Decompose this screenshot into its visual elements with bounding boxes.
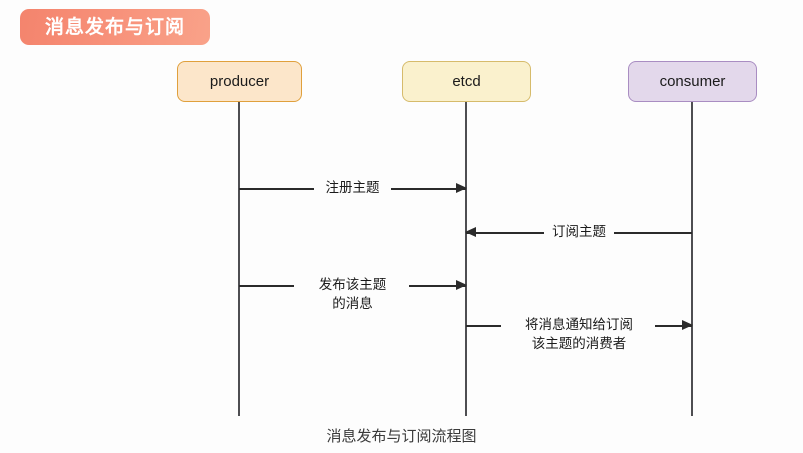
message-2-label-line1: 订阅主题 <box>552 224 606 239</box>
message-4-arrowhead-icon <box>682 320 693 330</box>
message-2-arrowhead-icon <box>465 227 476 237</box>
lifeline-consumer <box>691 102 693 416</box>
participant-label-producer: producer <box>209 73 270 90</box>
message-1-arrowhead-icon <box>456 183 467 193</box>
message-2-line-right <box>614 232 692 234</box>
message-4-label-line1: 将消息通知给订阅 <box>525 317 633 332</box>
lifeline-etcd <box>465 102 467 416</box>
message-4-label-line2: 该主题的消费者 <box>531 336 627 351</box>
participant-box-consumer[interactable]: consumer <box>628 61 757 102</box>
message-2-line-left <box>466 232 544 234</box>
lifeline-producer <box>238 102 240 416</box>
diagram-title-badge: 消息发布与订阅 <box>20 9 210 45</box>
message-3-label: 发布该主题 的消息 <box>239 275 466 313</box>
message-1-label: 注册主题 <box>239 178 466 197</box>
diagram-caption: 消息发布与订阅流程图 <box>326 428 477 445</box>
message-1-line-left <box>239 188 314 190</box>
message-3-line-left <box>239 285 294 287</box>
message-4-line-left <box>466 325 501 327</box>
participant-label-etcd: etcd <box>452 73 481 90</box>
message-4-label: 将消息通知给订阅 该主题的消费者 <box>466 315 692 353</box>
message-1-line-right <box>391 188 466 190</box>
diagram-title-text: 消息发布与订阅 <box>44 16 185 38</box>
participant-box-producer[interactable]: producer <box>177 61 302 102</box>
message-3-arrowhead-icon <box>456 280 467 290</box>
message-1-label-line1: 注册主题 <box>325 180 380 195</box>
message-3-label-line2: 的消息 <box>332 296 373 311</box>
message-4-line-right <box>655 325 692 327</box>
participant-box-etcd[interactable]: etcd <box>402 61 531 102</box>
message-2-label: 订阅主题 <box>466 222 692 241</box>
message-3-label-line1: 发布该主题 <box>318 277 387 292</box>
message-3-line-right <box>409 285 466 287</box>
participant-label-consumer: consumer <box>659 73 726 90</box>
